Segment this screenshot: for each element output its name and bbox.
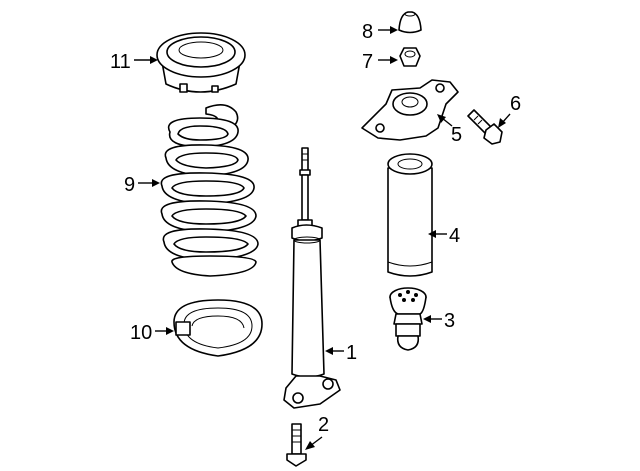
- callout-8: 8: [362, 21, 398, 43]
- svg-text:7: 7: [362, 51, 373, 73]
- svg-text:1: 1: [346, 342, 357, 364]
- part-4-dust-boot: [387, 153, 433, 277]
- part-7-nut: [399, 47, 421, 67]
- svg-text:11: 11: [110, 51, 131, 73]
- part-9-coil-spring: [160, 104, 259, 277]
- svg-text:10: 10: [130, 322, 152, 344]
- part-5-upper-mount: [361, 79, 459, 141]
- callout-6: 6: [498, 93, 521, 128]
- svg-text:6: 6: [510, 93, 521, 115]
- part-8-cap: [398, 11, 422, 34]
- svg-text:9: 9: [124, 174, 135, 196]
- part-3-jounce-bumper: [389, 287, 427, 351]
- part-10-lower-spring-insulator: [173, 299, 263, 357]
- svg-text:2: 2: [318, 414, 329, 436]
- callout-10: 10: [130, 322, 174, 344]
- part-11-upper-spring-seat: [156, 32, 246, 93]
- svg-text:5: 5: [451, 124, 462, 146]
- part-6-bolt: [467, 109, 503, 145]
- callout-3: 3: [423, 310, 455, 332]
- callout-11: 11: [110, 51, 158, 73]
- part-2-bolt: [286, 423, 307, 467]
- part-1-shock-absorber: [283, 147, 341, 409]
- callout-1: 1: [325, 342, 357, 364]
- callout-4: 4: [428, 225, 460, 247]
- callout-2: 2: [305, 414, 329, 450]
- svg-text:4: 4: [449, 225, 460, 247]
- svg-text:3: 3: [444, 310, 455, 332]
- callout-5: 5: [437, 114, 462, 146]
- svg-text:8: 8: [362, 21, 373, 43]
- callout-7: 7: [362, 51, 398, 73]
- callout-9: 9: [124, 174, 160, 196]
